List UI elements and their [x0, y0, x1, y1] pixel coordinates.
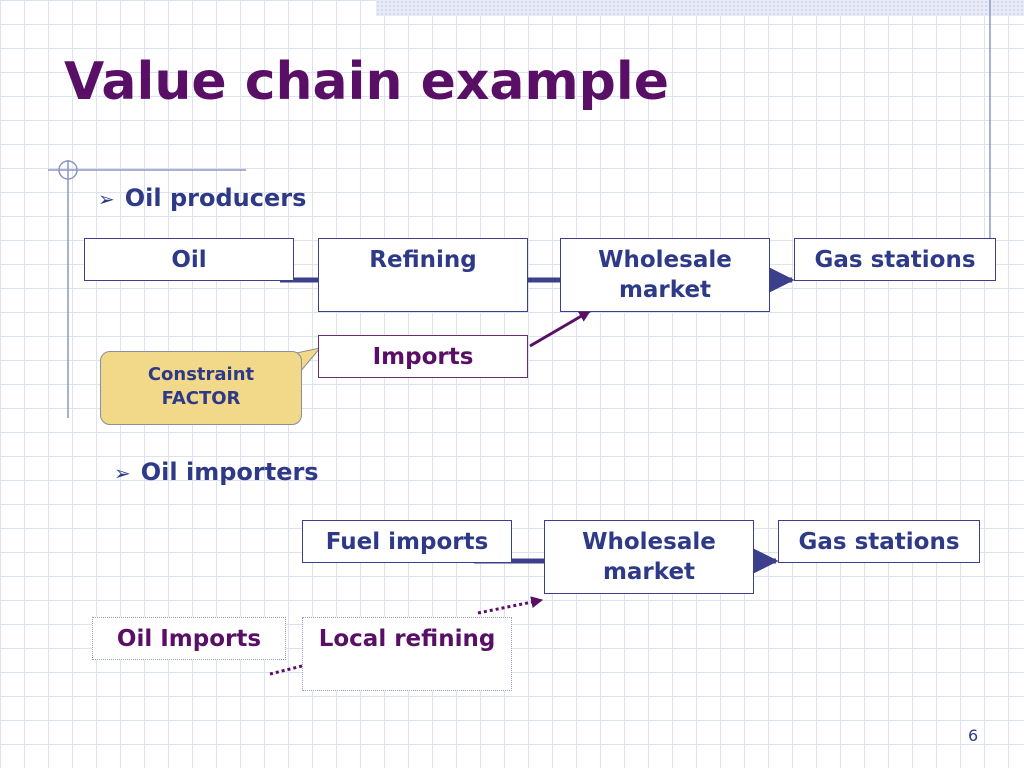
box-fuel-imports: Fuel imports	[302, 520, 512, 563]
arrow-imports-to-wholesale	[529, 309, 592, 348]
decorative-circle	[58, 160, 78, 180]
arrow-bullet-icon: ➢	[114, 461, 131, 485]
box-line: market	[618, 277, 712, 303]
bullet-label: Oil producers	[124, 184, 307, 212]
box-local-refining: Local refining	[302, 617, 512, 691]
dotted-arrow-local-refining-to-wholesale	[477, 596, 544, 615]
box-line: market	[602, 559, 696, 585]
arrow-bullet-icon: ➢	[98, 187, 115, 211]
bullet-oil-importers: ➢ Oil importers	[114, 458, 319, 486]
box-gas-stations-importers: Gas stations	[778, 520, 980, 563]
box-wholesale-market-importers: Wholesale market	[544, 520, 754, 594]
page-number: 6	[968, 726, 979, 745]
box-imports: Imports	[318, 335, 528, 378]
callout-line: FACTOR	[161, 388, 241, 409]
box-wholesale-market: Wholesale market	[560, 238, 770, 312]
box-oil: Oil	[84, 238, 294, 281]
constraint-factor-callout: Constraint FACTOR	[100, 351, 302, 425]
callout-line: Constraint	[147, 364, 255, 385]
box-line: Wholesale	[598, 247, 732, 273]
slide-title: Value chain example	[64, 52, 669, 112]
box-oil-imports: Oil Imports	[92, 617, 286, 660]
dotted-line-oil-imports-to-local-refining	[269, 664, 303, 676]
box-gas-stations: Gas stations	[794, 238, 996, 281]
bullet-oil-producers: ➢ Oil producers	[98, 184, 306, 212]
box-refining: Refining	[318, 238, 528, 312]
decorative-top-band	[376, 0, 1024, 16]
bullet-label: Oil importers	[140, 458, 319, 486]
box-line: Wholesale	[582, 529, 716, 555]
